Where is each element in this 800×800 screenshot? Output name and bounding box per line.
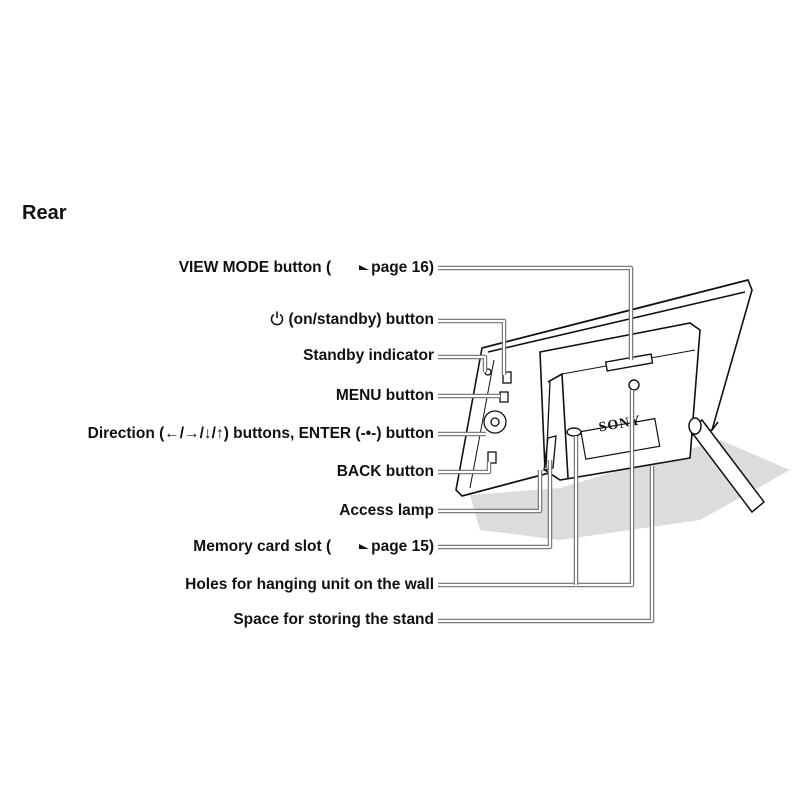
label-back-button: BACK button [336,463,434,480]
reference-arrow-icon [333,264,370,270]
label-menu-button: MENU button [335,387,434,404]
power-icon [270,311,283,326]
hanging-hole-side [566,427,582,437]
label-view-mode-button: VIEW MODE button (page 16) [178,259,434,276]
reference-arrow-icon [333,543,370,549]
section-heading: Rear [22,202,67,224]
back-panel [539,322,701,481]
label-hanging-holes: Holes for hanging unit on the wall [185,576,434,593]
label-access-lamp: Access lamp [339,502,434,519]
label-standby-indicator: Standby indicator [303,347,434,364]
view-mode-button-shape [604,353,654,372]
label-memory-card-slot: Memory card slot (page 15) [193,538,434,555]
label-stand-storage: Space for storing the stand [233,611,434,628]
leader-lines [438,265,655,624]
stand [688,417,766,514]
hanging-hole [628,379,640,391]
label-power-button: (on/standby) button [270,311,434,329]
label-direction-buttons: Direction (←/→/↓/↑) buttons, ENTER (-•-)… [87,425,434,442]
